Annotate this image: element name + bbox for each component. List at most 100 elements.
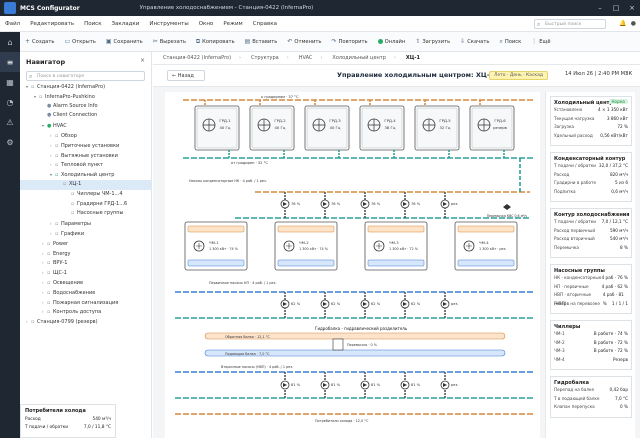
menu-help[interactable]: Справка — [252, 20, 277, 27]
tree-toggle-icon[interactable]: › — [50, 142, 52, 148]
chevron-right-icon[interactable]: › — [625, 69, 628, 77]
menu-mode[interactable]: Режим — [223, 20, 243, 27]
tree-toggle-icon[interactable]: › — [42, 240, 44, 246]
tree-item[interactable]: ›▫Станция-0799 (резерв) — [20, 317, 151, 327]
tree-toggle-icon[interactable]: › — [26, 319, 28, 325]
tree-item[interactable]: ›▫ЩС-1 — [20, 268, 151, 278]
tree-item[interactable]: ›▫Графики — [20, 229, 151, 239]
notification-icon[interactable]: 🔔 — [619, 20, 627, 27]
tree-toggle-icon[interactable]: › — [50, 221, 52, 227]
tree-toggle-icon[interactable]: › — [42, 279, 44, 285]
tree-toggle-icon[interactable]: › — [50, 162, 52, 168]
tree-item[interactable]: ▾●HVAC — [20, 121, 151, 131]
alarm-icon[interactable]: ⚠ — [6, 117, 14, 127]
tree-toggle-icon[interactable]: › — [50, 132, 52, 138]
maximize-icon[interactable]: □ — [612, 4, 620, 12]
paste-button[interactable]: ▤Вставить — [244, 38, 278, 45]
find-button[interactable]: ⌕Поиск — [499, 37, 522, 45]
copy-button[interactable]: ⧉Копировать — [195, 37, 235, 45]
tree-item[interactable]: ▾▫Холодильный центр — [20, 170, 151, 180]
tree-toggle-icon[interactable]: › — [42, 289, 44, 295]
tree-item[interactable]: ▫Насосные группы — [20, 209, 151, 219]
home-icon[interactable]: ⌂ — [7, 37, 13, 47]
tree-toggle-icon[interactable]: › — [42, 270, 44, 276]
tree-item[interactable]: ▫Градирни ГРД-1...6 — [20, 200, 151, 210]
undo-button[interactable]: ↶Отменить — [287, 38, 322, 45]
summary-label: Т подачи / обратки — [554, 219, 596, 224]
minimize-icon[interactable]: – — [598, 4, 602, 12]
breadcrumb-item[interactable]: Структура — [251, 55, 279, 61]
chiller[interactable] — [364, 221, 428, 271]
cooling-tower-body — [196, 107, 238, 149]
bypass-valve-icon[interactable] — [503, 204, 511, 210]
user-icon[interactable]: ● — [630, 20, 636, 27]
tree-item[interactable]: ›▫Power — [20, 239, 151, 249]
tree-node-icon: ● — [47, 123, 52, 130]
tree-toggle-icon[interactable]: ▾ — [50, 172, 53, 178]
header-valve-icon[interactable] — [332, 338, 344, 351]
menu-bookmarks[interactable]: Закладки — [111, 20, 140, 27]
save-button[interactable]: ▣Сохранить — [105, 38, 143, 45]
grid-icon[interactable]: ▦ — [6, 77, 14, 87]
tree-item[interactable]: ›▫Приточные установки — [20, 141, 151, 151]
menu-search[interactable]: Поиск — [84, 20, 102, 27]
tree-item[interactable]: ›▫ВРУ-1 — [20, 258, 151, 268]
tree-toggle-icon[interactable]: › — [42, 299, 44, 305]
tree-toggle-icon[interactable]: › — [42, 309, 44, 315]
upload-button[interactable]: ⇧Загрузить — [415, 38, 451, 45]
chiller[interactable] — [454, 221, 518, 271]
more-button[interactable]: ⋮Ещё — [531, 38, 551, 45]
tree-toggle-icon[interactable]: › — [50, 230, 52, 236]
chiller-name: ЧМ-1 — [209, 240, 219, 245]
tree-item[interactable]: ›▫Обзор — [20, 131, 151, 141]
tree-item[interactable]: ›▫Тепловой пункт — [20, 160, 151, 170]
breadcrumb-item[interactable]: Холодильный центр — [332, 55, 386, 61]
tree-item[interactable]: ›▫Вытяжные установки — [20, 151, 151, 161]
chiller[interactable] — [184, 221, 248, 271]
tree-item-label: Водоснабжение — [53, 289, 96, 296]
tree-toggle-icon[interactable]: ▾ — [34, 93, 37, 99]
breadcrumb-item[interactable]: Станция-0422 (InfernaPro) — [163, 55, 232, 61]
navigator-close-icon[interactable]: × — [139, 57, 145, 64]
tree-item[interactable]: ›▫Параметры — [20, 219, 151, 229]
chiller[interactable] — [274, 221, 338, 271]
menu-edit[interactable]: Редактировать — [30, 20, 75, 27]
settings-icon[interactable]: ⚙ — [6, 137, 14, 147]
quick-search-input[interactable]: Быстрый поиск — [534, 18, 606, 29]
tree-item[interactable]: ●Client Connection — [20, 111, 151, 121]
fan-blade-icon — [258, 119, 270, 131]
tree-item[interactable]: ●Alarm Source Info — [20, 102, 151, 112]
breadcrumb-item[interactable]: HVAC — [298, 55, 313, 61]
tree-item[interactable]: ▫ХЦ-1 — [20, 179, 151, 190]
menu-tools[interactable]: Инструменты — [149, 20, 189, 27]
menu-window[interactable]: Окно — [198, 20, 214, 27]
create-button[interactable]: +Создать — [25, 38, 55, 45]
status-badge: Норма — [608, 99, 628, 104]
back-button[interactable]: ← Назад — [167, 70, 205, 81]
tree-item[interactable]: ›▫Водоснабжение — [20, 288, 151, 298]
tree-item-label: Client Connection — [53, 112, 98, 119]
tree-toggle-icon[interactable]: ▾ — [42, 123, 45, 129]
cut-button[interactable]: ✂Вырезать — [152, 38, 186, 45]
tree-item[interactable]: ▾▫Станция-0422 (InfernaPro) — [20, 82, 151, 92]
tree-item[interactable]: ›▫Контроль доступа — [20, 307, 151, 317]
tree-item[interactable]: ›▫Пожарная сигнализация — [20, 298, 151, 308]
tree-item[interactable]: ›▫Освещение — [20, 278, 151, 288]
chart-icon[interactable]: ◔ — [6, 97, 14, 107]
tree-toggle-icon[interactable]: ▾ — [26, 84, 29, 89]
tree-item[interactable]: ›▫Energy — [20, 249, 151, 259]
menu-file[interactable]: Файл — [5, 20, 21, 27]
tree-item[interactable]: ▫Чиллеры ЧМ-1...4 — [20, 190, 151, 200]
tree-toggle-icon[interactable]: › — [50, 152, 52, 158]
redo-button[interactable]: ↷Повторить — [331, 38, 368, 45]
download-button[interactable]: ⇩Скачать — [460, 38, 490, 45]
online-toggle[interactable]: Онлайн — [373, 39, 411, 45]
tree-icon[interactable]: ≡ — [0, 52, 20, 72]
tree-toggle-icon[interactable]: › — [42, 260, 44, 266]
close-icon[interactable]: × — [629, 4, 635, 12]
tree-item[interactable]: ▾▫InfernaPro-Pushkino — [20, 92, 151, 102]
tree-toggle-icon[interactable]: › — [42, 250, 44, 256]
open-button[interactable]: ▭Открыть — [64, 38, 96, 45]
tree-item-label: Обзор — [61, 132, 77, 139]
navigator-search-input[interactable]: Поиск в навигаторе — [26, 71, 145, 81]
